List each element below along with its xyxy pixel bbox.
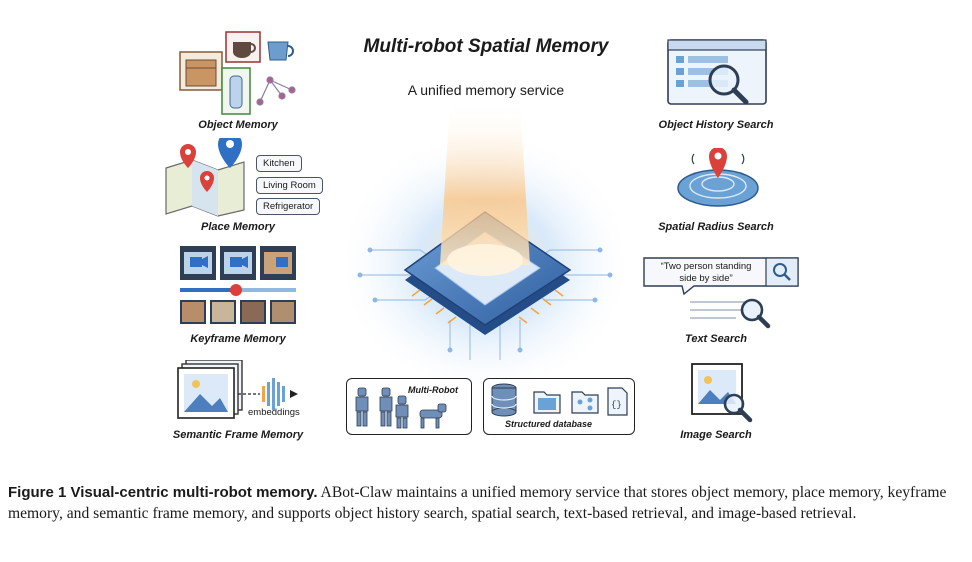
image-search-label: Image Search [680, 429, 752, 441]
place-tag-refrigerator: Refrigerator [256, 198, 321, 215]
text-query-line-1: “Two person standing [660, 261, 752, 272]
spatial-radius-illustration [677, 148, 759, 207]
image-search-illustration [691, 363, 753, 423]
text-search-illustration [643, 257, 799, 329]
figure-caption: Figure 1 Visual-centric multi-robot memo… [8, 482, 964, 524]
keyframe-memory-label: Keyframe Memory [190, 333, 286, 345]
diagram-title: Multi-robot Spatial Memory [363, 36, 609, 57]
place-memory-label: Place Memory [201, 221, 275, 233]
place-memory-map-illustration [165, 138, 245, 217]
diagram-subtitle: A unified memory service [407, 82, 565, 98]
spatial-radius-search-label: Spatial Radius Search [658, 221, 774, 233]
memory-chip-illustration [335, 100, 635, 385]
text-query-bubble: “Two person standing side by side” [650, 261, 762, 285]
object-memory-label: Object Memory [198, 119, 278, 131]
object-memory-illustration [179, 31, 296, 115]
database-illustration: {} [491, 383, 628, 417]
object-history-search-label: Object History Search [658, 119, 774, 131]
semantic-frame-illustration [177, 360, 298, 419]
multi-robot-label: Multi-Robot [408, 385, 458, 395]
place-tag-living-room: Living Room [256, 177, 323, 194]
svg-text:{}: {} [611, 400, 622, 410]
embeddings-label: embeddings [248, 407, 300, 418]
text-search-label: Text Search [685, 333, 747, 345]
semantic-frame-memory-label: Semantic Frame Memory [172, 429, 304, 441]
caption-label: Figure 1 Visual-centric multi-robot memo… [8, 484, 318, 501]
text-query-line-2: side by side” [679, 273, 733, 284]
place-tag-kitchen: Kitchen [256, 155, 302, 172]
structured-database-label: Structured database [505, 419, 593, 429]
caption-text: ABot-Claw maintains a unified memory ser… [8, 484, 947, 522]
object-history-search-illustration [667, 39, 767, 105]
robots-illustration [355, 387, 447, 429]
keyframe-memory-illustration [180, 246, 296, 324]
